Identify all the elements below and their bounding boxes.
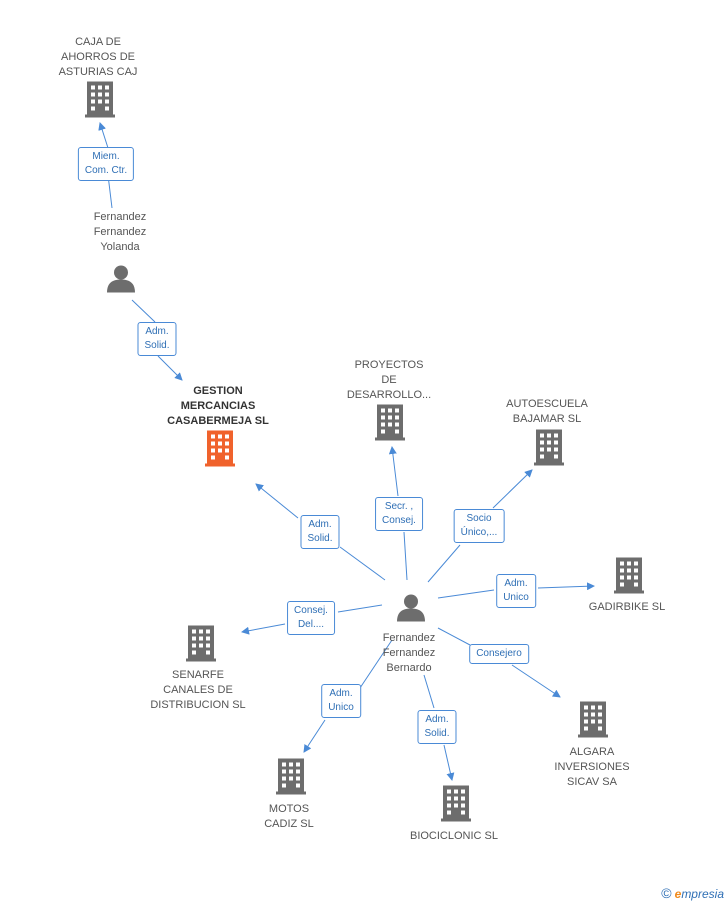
building-icon[interactable] (85, 81, 115, 123)
person-icon[interactable] (107, 265, 135, 298)
node-label-caja[interactable]: CAJA DE AHORROS DE ASTURIAS CAJ (58, 36, 138, 78)
edge-bernardo-gestion (256, 484, 386, 581)
brand-name: mpresia (681, 887, 724, 901)
building-icon[interactable] (441, 785, 471, 827)
edge-yolanda-gestion (131, 299, 182, 380)
building-icon[interactable] (186, 625, 216, 667)
person-icon[interactable] (397, 594, 425, 627)
edge-bernardo-biociclonic (423, 674, 452, 780)
building-icon[interactable] (614, 557, 644, 599)
edge-bernardo-motos (304, 639, 393, 752)
node-label-motos[interactable]: MOTOS CADIZ SL (264, 803, 314, 830)
node-label-bernardo[interactable]: Fernandez Fernandez Bernardo (382, 632, 436, 674)
edge-bernardo-gadirbike (437, 586, 594, 599)
building-main-icon[interactable] (205, 430, 235, 472)
edge-bernardo-proyectos (392, 447, 408, 581)
node-label-yolanda[interactable]: Fernandez Fernandez Yolanda (93, 211, 147, 253)
node-label-autoescuela[interactable]: AUTOESCUELA BAJAMAR SL (506, 398, 588, 425)
edge-label-bernardo-gestion[interactable]: Adm. Solid. (300, 515, 340, 549)
node-label-biociclonic[interactable]: BIOCICLONIC SL (409, 830, 499, 842)
node-label-gestion[interactable]: GESTION MERCANCIAS CASABERMEJA SL (167, 385, 269, 427)
node-label-proyectos[interactable]: PROYECTOS DE DESARROLLO... (346, 359, 432, 401)
edge-label-bernardo-algara[interactable]: Consejero (469, 644, 529, 664)
edge-label-bernardo-proyectos[interactable]: Secr. , Consej. (375, 497, 423, 531)
edge-label-bernardo-motos[interactable]: Adm. Unico (321, 684, 361, 718)
building-icon[interactable] (578, 701, 608, 743)
node-label-algara[interactable]: ALGARA INVERSIONES SICAV SA (554, 746, 630, 788)
empresia-logo[interactable]: ©empresia (661, 885, 724, 901)
building-icon[interactable] (375, 404, 405, 446)
edge-label-bernardo-gadirbike[interactable]: Adm. Unico (496, 574, 536, 608)
copyright-icon: © (661, 885, 672, 901)
edge-label-bernardo-biociclonic[interactable]: Adm. Solid. (417, 710, 457, 744)
node-label-senarfe[interactable]: SENARFE CANALES DE DISTRIBUCION SL (150, 669, 246, 711)
edge-label-bernardo-autoescuela[interactable]: Socio Único,... (453, 509, 505, 543)
edge-label-bernardo-senarfe[interactable]: Consej. Del.... (287, 601, 335, 635)
brand-initial: e (674, 887, 682, 901)
edge-bernardo-algara (437, 627, 560, 697)
building-icon[interactable] (276, 758, 306, 800)
edge-bernardo-autoescuela (427, 470, 532, 583)
edge-label-yolanda-caja[interactable]: Miem. Com. Ctr. (77, 147, 135, 181)
edge-bernardo-senarfe (242, 604, 383, 632)
edge-label-yolanda-gestion[interactable]: Adm. Solid. (137, 322, 177, 356)
node-label-gadirbike[interactable]: GADIRBIKE SL (588, 601, 666, 613)
building-icon[interactable] (534, 429, 564, 471)
